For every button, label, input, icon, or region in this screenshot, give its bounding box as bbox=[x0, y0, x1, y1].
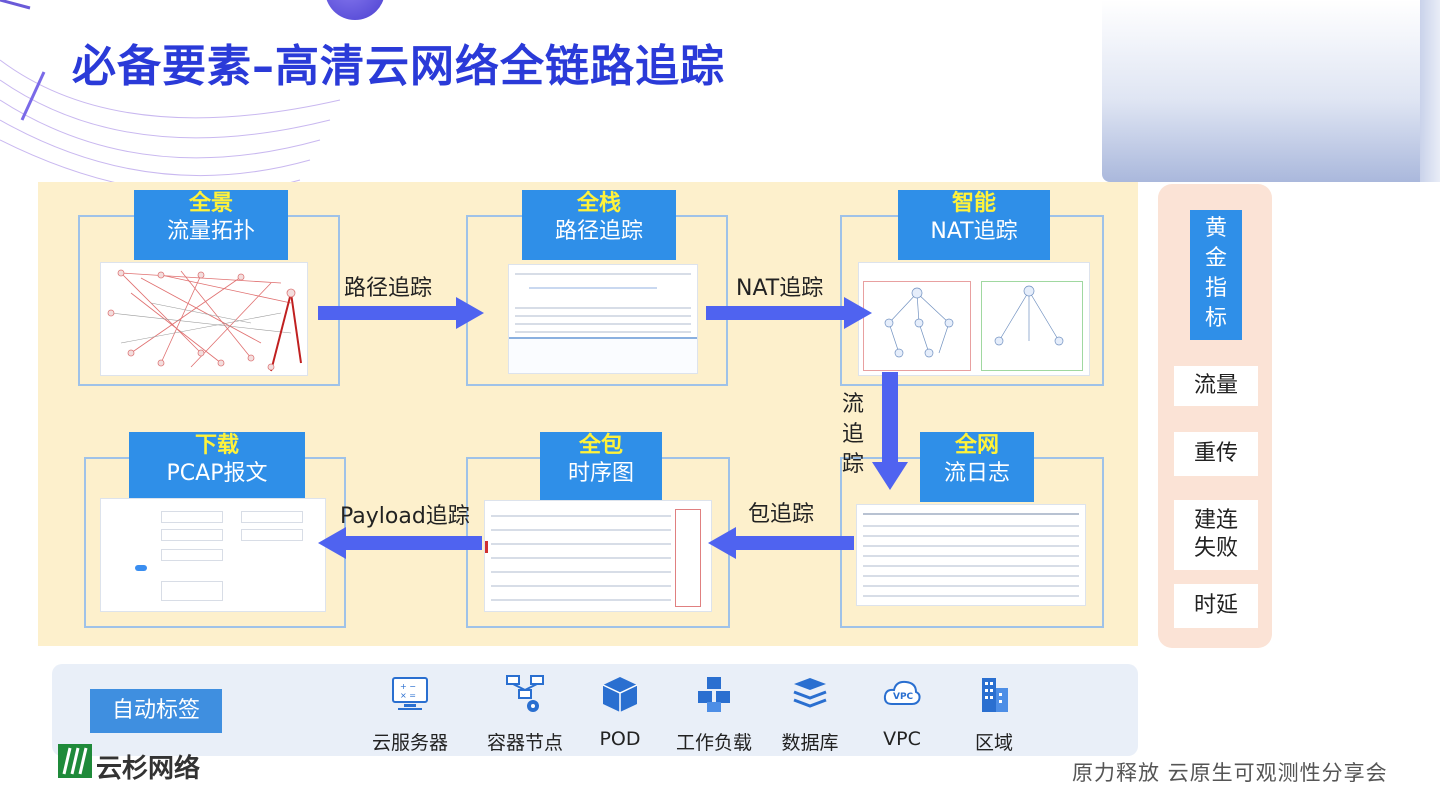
arrow-right-2-head bbox=[844, 297, 872, 329]
arrow-left-2-head bbox=[318, 527, 346, 559]
flow-label-nat: NAT追踪 bbox=[736, 276, 824, 301]
tag-label: 区域 bbox=[974, 732, 1013, 754]
tag-pod[interactable]: POD bbox=[570, 674, 670, 750]
card-nat-title: 智能 NAT追踪 bbox=[898, 190, 1050, 260]
arrow-left-1 bbox=[736, 536, 854, 550]
decorative-ridge bbox=[1420, 0, 1440, 182]
metric-traffic: 流量 bbox=[1174, 366, 1258, 406]
card-path-title: 全栈 路径追踪 bbox=[522, 190, 676, 260]
card-subtitle: NAT追踪 bbox=[930, 219, 1018, 244]
nat-screenshot[interactable] bbox=[858, 262, 1090, 376]
card-highlight: 全栈 bbox=[576, 191, 621, 216]
svg-text:× =: × = bbox=[400, 691, 416, 700]
tag-container-node[interactable]: 容器节点 bbox=[475, 674, 575, 755]
tag-label: 云服务器 bbox=[371, 732, 448, 754]
tag-database[interactable]: 数据库 bbox=[760, 674, 860, 755]
region-icon bbox=[982, 678, 1008, 712]
arrow-right-1-head bbox=[456, 297, 484, 329]
container-node-icon bbox=[506, 675, 544, 712]
tag-label: 容器节点 bbox=[486, 732, 563, 754]
metric-latency: 时延 bbox=[1174, 584, 1258, 628]
card-highlight: 全网 bbox=[954, 433, 999, 458]
card-subtitle: PCAP报文 bbox=[166, 461, 268, 486]
card-highlight: 智能 bbox=[951, 191, 996, 216]
metric-retransmit: 重传 bbox=[1174, 432, 1258, 476]
auto-tag-label: 自动标签 bbox=[90, 689, 222, 733]
tag-label: 数据库 bbox=[781, 732, 839, 754]
tag-label: VPC bbox=[883, 728, 921, 750]
card-topology-title: 全景 流量拓扑 bbox=[134, 190, 288, 260]
arrow-down-head bbox=[872, 462, 908, 490]
pcap-screenshot[interactable] bbox=[100, 498, 326, 612]
pod-icon bbox=[602, 677, 638, 712]
tag-label: 工作负载 bbox=[675, 732, 752, 754]
arrow-left-2 bbox=[346, 536, 482, 550]
flowlog-screenshot[interactable] bbox=[856, 504, 1086, 606]
tag-workload[interactable]: 工作负载 bbox=[664, 674, 764, 755]
decorative-panel bbox=[1102, 0, 1440, 182]
card-pcap-title: 下载 PCAP报文 bbox=[129, 432, 305, 502]
decorative-circle bbox=[325, 0, 385, 20]
arrow-left-1-head bbox=[708, 527, 736, 559]
card-highlight: 全包 bbox=[578, 433, 623, 458]
golden-metrics-title: 黄 金 指 标 bbox=[1190, 210, 1242, 340]
cloud-server-icon: + −× = bbox=[392, 677, 428, 710]
tag-region[interactable]: 区域 bbox=[944, 674, 1044, 755]
metric-connect-fail: 建连 失败 bbox=[1174, 500, 1258, 570]
database-icon bbox=[793, 678, 827, 708]
company-name: 云杉网络 bbox=[96, 754, 201, 784]
card-subtitle: 时序图 bbox=[567, 461, 634, 486]
auto-tag-panel bbox=[52, 664, 1138, 756]
card-highlight: 全景 bbox=[188, 191, 233, 216]
workload-icon bbox=[698, 677, 730, 712]
tag-label: POD bbox=[599, 728, 641, 750]
company-logo-icon bbox=[58, 744, 92, 778]
arrow-right-2 bbox=[706, 306, 844, 320]
card-subtitle: 流量拓扑 bbox=[166, 219, 255, 244]
flow-label-flow: 流 追 踪 bbox=[842, 392, 865, 477]
topology-screenshot[interactable] bbox=[100, 262, 308, 376]
nat-graph bbox=[884, 285, 1064, 358]
topology-graph bbox=[107, 269, 302, 372]
tag-vpc[interactable]: VPC VPC bbox=[852, 674, 952, 750]
svg-text:+ −: + − bbox=[400, 682, 416, 691]
vpc-icon: VPC bbox=[883, 680, 921, 705]
card-sequence-title: 全包 时序图 bbox=[540, 432, 662, 502]
arrow-right-1 bbox=[318, 306, 456, 320]
footer-event: 原力释放 云原生可观测性分享会 bbox=[1072, 761, 1388, 785]
path-screenshot[interactable] bbox=[508, 264, 698, 374]
card-highlight: 下载 bbox=[194, 433, 239, 458]
svg-text:VPC: VPC bbox=[893, 692, 914, 702]
sequence-screenshot[interactable] bbox=[484, 500, 712, 612]
arrow-down bbox=[882, 372, 898, 462]
card-subtitle: 流日志 bbox=[943, 461, 1010, 486]
flow-label-payload: Payload追踪 bbox=[340, 504, 470, 529]
card-flowlog-title: 全网 流日志 bbox=[920, 432, 1034, 502]
flow-label-packet: 包追踪 bbox=[748, 502, 815, 527]
tag-cloud-server[interactable]: + −× = 云服务器 bbox=[360, 674, 460, 755]
card-subtitle: 路径追踪 bbox=[554, 219, 643, 244]
page-title: 必备要素–高清云网络全链路追踪 bbox=[72, 41, 725, 92]
flow-label-path: 路径追踪 bbox=[344, 276, 433, 301]
